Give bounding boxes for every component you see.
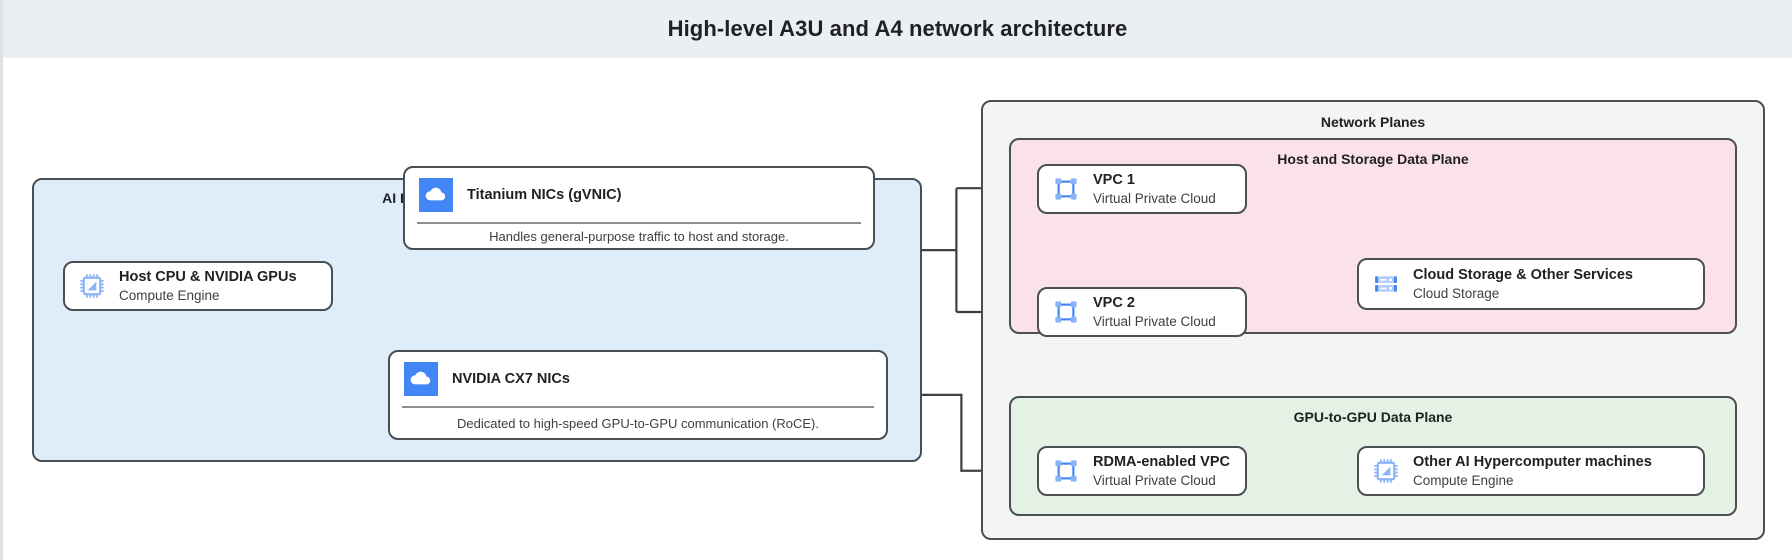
node-host-cpu-subtitle: Compute Engine xyxy=(119,287,220,303)
group-title-gpu-plane: GPU-to-GPU Data Plane xyxy=(1293,409,1453,425)
node-cx7-title: NVIDIA CX7 NICs xyxy=(452,371,570,387)
node-vpc1[interactable]: VPC 1 Virtual Private Cloud xyxy=(1037,164,1247,214)
group-title-network-planes: Network Planes xyxy=(1320,114,1426,130)
node-host-cpu[interactable]: Host CPU & NVIDIA GPUs Compute Engine xyxy=(63,261,333,311)
node-vpc2-subtitle: Virtual Private Cloud xyxy=(1093,313,1216,329)
node-host-cpu-title: Host CPU & NVIDIA GPUs xyxy=(119,268,297,285)
node-other-machines-subtitle: Compute Engine xyxy=(1413,472,1514,488)
vpc-icon xyxy=(1055,301,1077,323)
node-titanium-head: Titanium NICs (gVNIC) xyxy=(405,168,873,222)
cloud-square-icon xyxy=(419,178,453,212)
node-titanium-divider xyxy=(417,222,861,224)
page-header: High-level A3U and A4 network architectu… xyxy=(3,0,1792,58)
node-cloud-storage-subtitle: Cloud Storage xyxy=(1413,285,1500,301)
vpc-icon xyxy=(1055,178,1077,200)
node-rdma-vpc-subtitle: Virtual Private Cloud xyxy=(1093,472,1216,488)
node-cx7-divider xyxy=(402,406,874,408)
node-titanium-nics[interactable]: Titanium NICs (gVNIC) Handles general-pu… xyxy=(403,166,875,250)
node-vpc1-text: VPC 1 Virtual Private Cloud xyxy=(1093,171,1216,208)
node-cloud-storage-text: Cloud Storage & Other Services Cloud Sto… xyxy=(1413,266,1633,303)
node-vpc2-text: VPC 2 Virtual Private Cloud xyxy=(1093,294,1216,331)
node-vpc1-subtitle: Virtual Private Cloud xyxy=(1093,190,1216,206)
node-other-machines[interactable]: Other AI Hypercomputer machines Compute … xyxy=(1357,446,1705,496)
node-host-cpu-text: Host CPU & NVIDIA GPUs Compute Engine xyxy=(119,268,297,305)
group-title-host-storage: Host and Storage Data Plane xyxy=(1277,151,1469,167)
node-rdma-vpc-title: RDMA-enabled VPC xyxy=(1093,453,1230,470)
node-cx7-head: NVIDIA CX7 NICs xyxy=(390,352,886,406)
node-cx7-nics[interactable]: NVIDIA CX7 NICs Dedicated to high-speed … xyxy=(388,350,888,440)
node-rdma-vpc[interactable]: RDMA-enabled VPC Virtual Private Cloud xyxy=(1037,446,1247,496)
node-cx7-description: Dedicated to high-speed GPU-to-GPU commu… xyxy=(457,415,819,431)
node-titanium-description: Handles general-purpose traffic to host … xyxy=(489,228,789,244)
node-cloud-storage-title: Cloud Storage & Other Services xyxy=(1413,266,1633,283)
node-cloud-storage[interactable]: Cloud Storage & Other Services Cloud Sto… xyxy=(1357,258,1705,310)
vpc-icon xyxy=(1055,460,1077,482)
node-vpc2[interactable]: VPC 2 Virtual Private Cloud xyxy=(1037,287,1247,337)
node-other-machines-text: Other AI Hypercomputer machines Compute … xyxy=(1413,453,1652,490)
node-other-machines-title: Other AI Hypercomputer machines xyxy=(1413,453,1652,470)
page-title: High-level A3U and A4 network architectu… xyxy=(667,16,1128,41)
storage-rack-icon xyxy=(1375,276,1397,292)
node-vpc1-title: VPC 1 xyxy=(1093,171,1135,188)
node-vpc2-title: VPC 2 xyxy=(1093,294,1135,311)
cpu-chip-icon xyxy=(1374,459,1398,483)
node-titanium-title: Titanium NICs (gVNIC) xyxy=(467,187,622,203)
node-rdma-vpc-text: RDMA-enabled VPC Virtual Private Cloud xyxy=(1093,453,1230,490)
cpu-chip-icon xyxy=(80,274,104,298)
diagram-canvas: AI Hypercomputer machines xyxy=(3,58,1792,560)
cloud-square-icon xyxy=(404,362,438,396)
